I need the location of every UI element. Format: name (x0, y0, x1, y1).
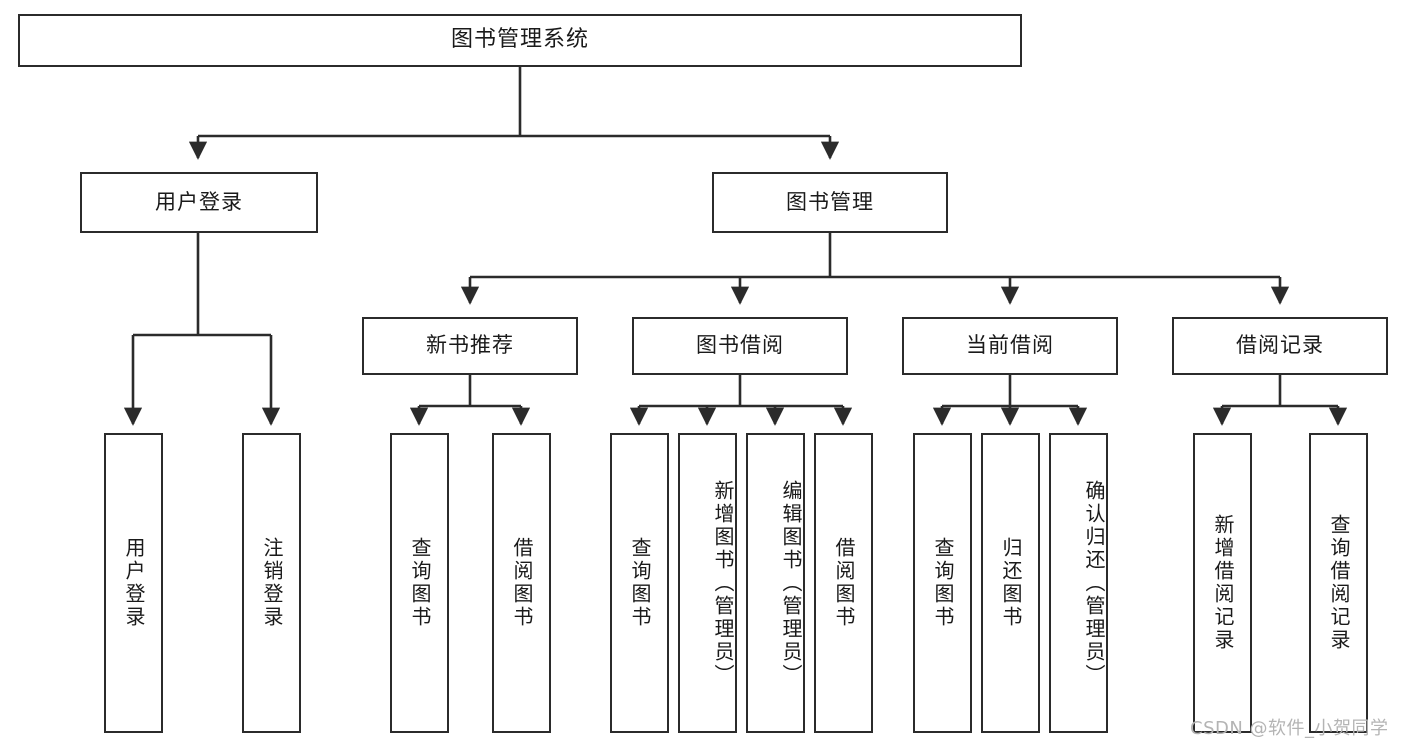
watermark-text: CSDN @软件_小贺同学 (1190, 718, 1389, 739)
node-label: 编辑图书（管理员） (779, 479, 803, 687)
leaf-user-login-login[interactable]: 用户登录 (104, 433, 163, 733)
node-label: 新书推荐 (426, 333, 514, 358)
node-label: 用户登录 (155, 189, 243, 214)
node-label: 查询图书 (408, 537, 432, 629)
node-book-borrow[interactable]: 图书借阅 (632, 317, 848, 375)
node-label: 归还图书 (999, 537, 1023, 629)
node-new-book-recommend[interactable]: 新书推荐 (362, 317, 578, 375)
node-label: 新增图书（管理员） (711, 479, 735, 687)
node-user-login[interactable]: 用户登录 (80, 172, 318, 233)
leaf-current-borrow-query[interactable]: 查询图书 (913, 433, 972, 733)
leaf-book-borrow-add[interactable]: 新增图书（管理员） (678, 433, 737, 733)
node-label: 注销登录 (260, 537, 284, 629)
node-label: 图书管理系统 (450, 27, 589, 53)
leaf-borrow-record-add[interactable]: 新增借阅记录 (1193, 433, 1252, 733)
node-label: 查询图书 (931, 537, 955, 629)
node-label: 当前借阅 (966, 333, 1054, 358)
node-label: 新增借阅记录 (1211, 514, 1235, 652)
node-label: 查询借阅记录 (1327, 514, 1351, 652)
node-current-borrow[interactable]: 当前借阅 (902, 317, 1118, 375)
leaf-book-borrow-query[interactable]: 查询图书 (610, 433, 669, 733)
node-label: 借阅记录 (1236, 333, 1324, 358)
leaf-new-book-query[interactable]: 查询图书 (390, 433, 449, 733)
node-label: 确认归还（管理员） (1082, 479, 1106, 687)
leaf-new-book-borrow[interactable]: 借阅图书 (492, 433, 551, 733)
node-borrow-record[interactable]: 借阅记录 (1172, 317, 1388, 375)
leaf-current-borrow-return[interactable]: 归还图书 (981, 433, 1040, 733)
node-label: 图书借阅 (696, 333, 784, 358)
node-label: 借阅图书 (832, 537, 856, 629)
watermark: CSDN @软件_小贺同学 (1190, 714, 1389, 740)
node-label: 图书管理 (786, 189, 874, 214)
node-label: 查询图书 (628, 537, 652, 629)
node-root-system[interactable]: 图书管理系统 (18, 14, 1022, 67)
leaf-current-borrow-confirm[interactable]: 确认归还（管理员） (1049, 433, 1108, 733)
node-book-management[interactable]: 图书管理 (712, 172, 948, 233)
leaf-borrow-record-query[interactable]: 查询借阅记录 (1309, 433, 1368, 733)
leaf-book-borrow-edit[interactable]: 编辑图书（管理员） (746, 433, 805, 733)
node-label: 用户登录 (122, 537, 146, 629)
leaf-user-login-logout[interactable]: 注销登录 (242, 433, 301, 733)
node-label: 借阅图书 (510, 537, 534, 629)
leaf-book-borrow-borrow[interactable]: 借阅图书 (814, 433, 873, 733)
